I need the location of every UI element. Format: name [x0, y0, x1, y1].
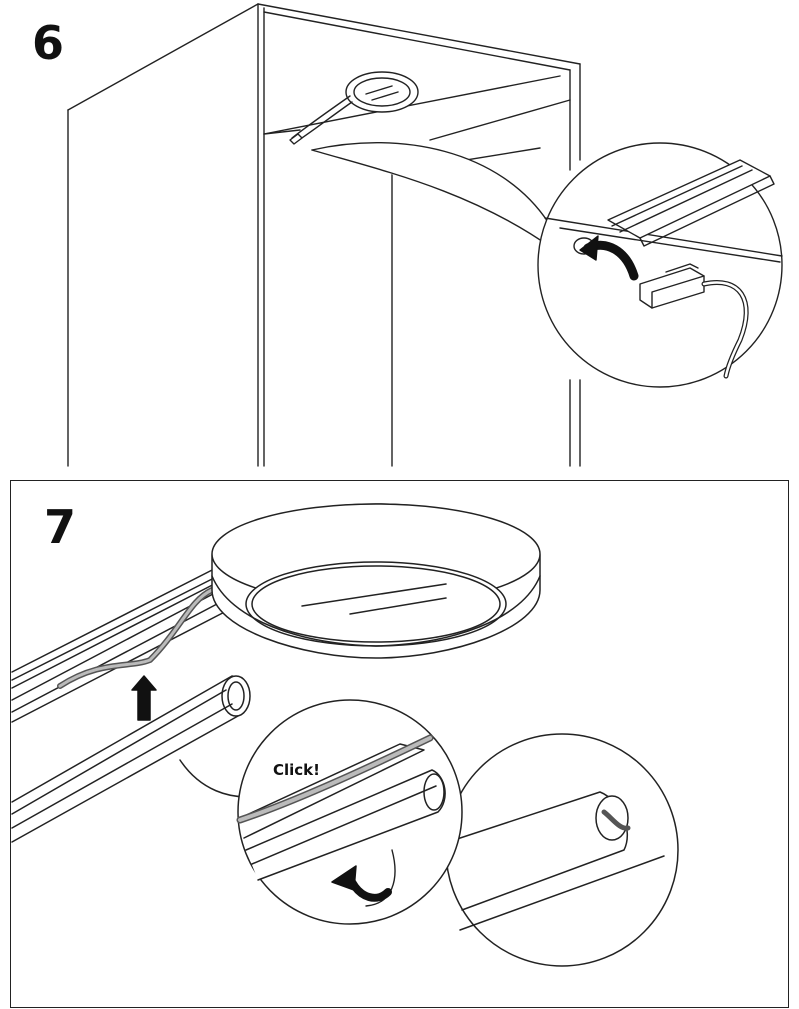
cable-cover-tube: [12, 676, 250, 842]
detail-circle-click: [238, 700, 462, 924]
detail-circle-result: [446, 734, 678, 966]
up-arrow-icon: [132, 676, 156, 720]
click-callout-text: Click!: [273, 761, 320, 779]
puck-light: [212, 504, 540, 658]
